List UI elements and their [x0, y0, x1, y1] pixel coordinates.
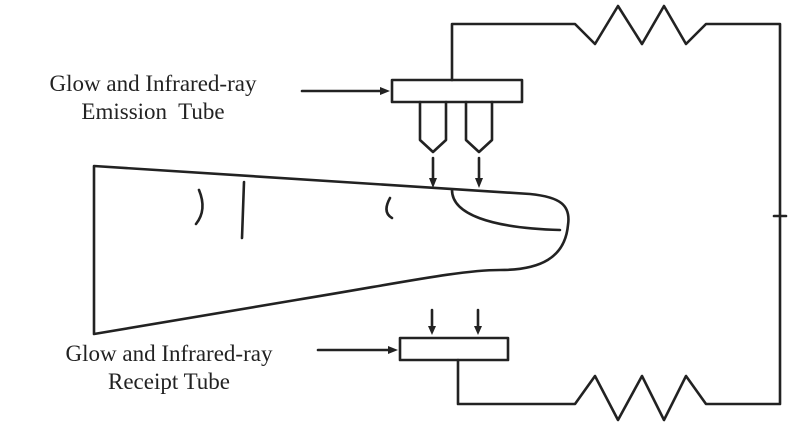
- emission-label-line-1: Glow and Infrared-ray: [49, 71, 257, 96]
- emission-label-line-2: Emission Tube: [81, 99, 225, 124]
- emission-tube-bar: [390, 78, 524, 104]
- fingernail-outline: [450, 188, 562, 232]
- emission-tube-right-nozzle: [464, 100, 494, 154]
- receipt-light-arrowhead-right: [474, 326, 482, 335]
- receipt-light-arrowhead-left: [428, 326, 436, 335]
- circuit-wire-top: [450, 4, 782, 422]
- finger-crease-2: [240, 180, 246, 240]
- emission-label-arrowhead: [380, 87, 390, 95]
- finger-crease-3: [385, 196, 394, 220]
- receipt-label-line-1: Glow and Infrared-ray: [65, 341, 273, 366]
- finger-outline: [92, 164, 570, 336]
- emission-light-arrowhead-right: [475, 178, 483, 188]
- finger-crease-1: [194, 188, 204, 226]
- receipt-tube-label: Glow and Infrared-ray Receipt Tube: [24, 340, 314, 396]
- emission-tube-left-nozzle: [418, 100, 448, 154]
- emission-tube-label: Glow and Infrared-ray Emission Tube: [8, 70, 298, 126]
- receipt-label-line-2: Receipt Tube: [107, 369, 231, 394]
- emission-light-arrowhead-left: [429, 178, 437, 188]
- receipt-tube-bar: [398, 336, 510, 362]
- receipt-label-arrowhead: [388, 346, 398, 354]
